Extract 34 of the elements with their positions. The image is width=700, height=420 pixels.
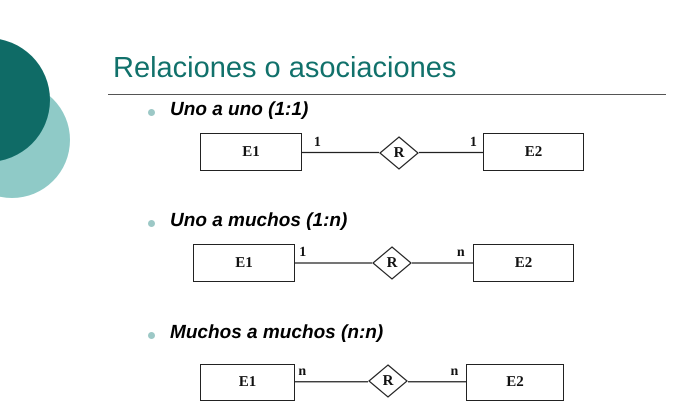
cardinality-label: n <box>456 246 465 260</box>
relationship-diamond <box>379 136 419 170</box>
slide-title: Relaciones o asociaciones <box>113 52 456 85</box>
node-label: E1 <box>242 144 260 160</box>
node-label: E1 <box>235 254 253 272</box>
node-label: R <box>386 254 398 272</box>
connector-line <box>412 262 473 264</box>
connector-line <box>295 262 372 264</box>
node-label: E2 <box>506 374 524 391</box>
entity-box <box>200 133 302 171</box>
connector-line <box>295 381 368 382</box>
cardinality-label: n <box>450 364 458 379</box>
entity-box <box>483 133 584 171</box>
relationship-diamond <box>372 246 412 280</box>
cardinality-label: 1 <box>299 246 306 260</box>
node-label: E2 <box>514 254 532 272</box>
node-label: E2 <box>524 144 542 160</box>
connector-line <box>302 152 379 154</box>
cardinality-label: 1 <box>470 136 477 150</box>
entity-box <box>473 244 574 282</box>
entity-box <box>200 364 295 401</box>
section-heading: Uno a muchos (1:n) <box>170 210 348 232</box>
connector-line <box>419 152 483 154</box>
node-label: R <box>382 372 394 390</box>
entity-box <box>193 244 295 282</box>
cardinality-label: 1 <box>314 136 321 150</box>
section-heading: Muchos a muchos (n:n) <box>170 322 384 344</box>
node-label: E1 <box>238 374 256 391</box>
node-label: R <box>394 144 404 162</box>
entity-box <box>466 364 564 401</box>
section-heading: Uno a uno (1:1) <box>170 99 308 121</box>
relationship-diamond <box>368 364 408 398</box>
cardinality-label: n <box>298 364 306 379</box>
connector-line <box>408 381 466 382</box>
